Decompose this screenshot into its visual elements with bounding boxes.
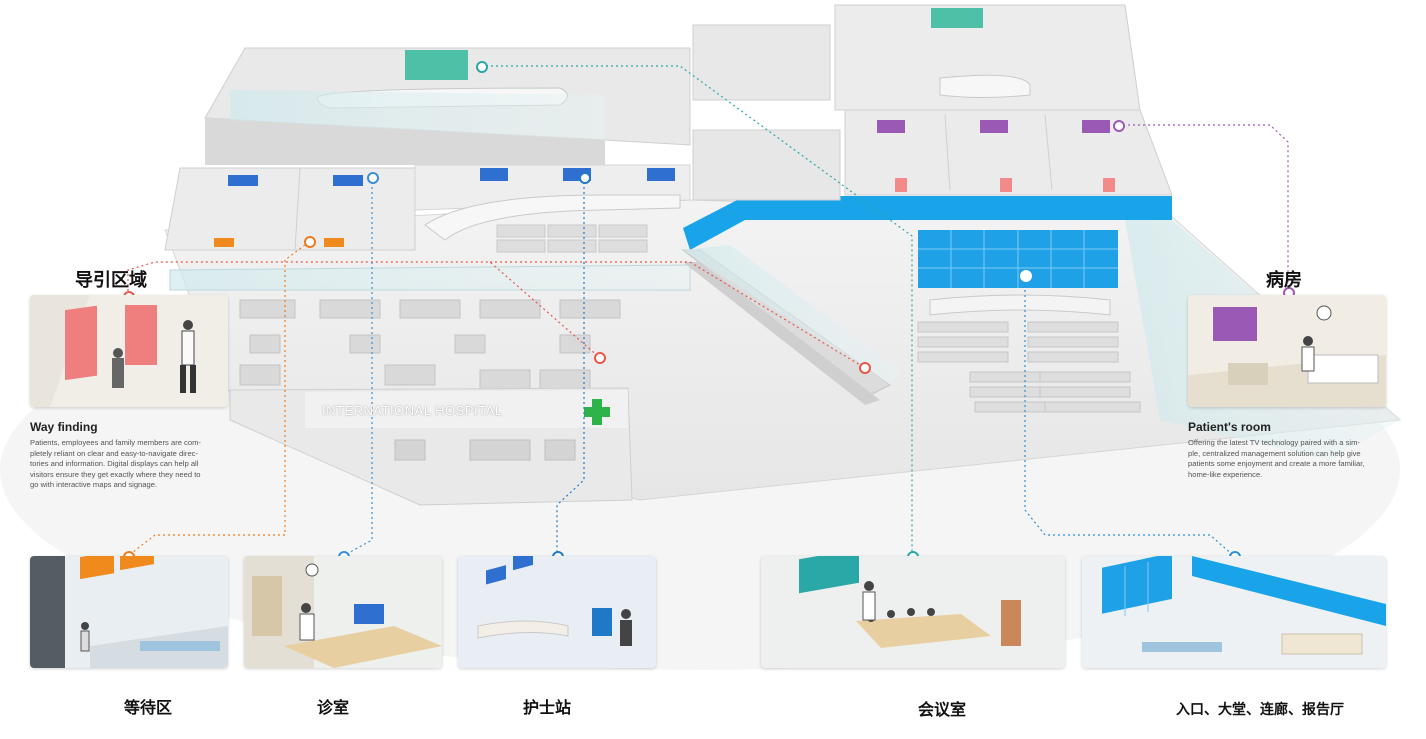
elevator-block — [692, 129, 841, 201]
clinic-room-image — [244, 556, 442, 668]
nurse-station-area — [414, 164, 691, 241]
entrance-lobby-image — [1082, 556, 1386, 668]
reception-front — [229, 387, 633, 506]
wayfinding-escalator-dot — [859, 362, 871, 374]
clinic-dot — [367, 172, 379, 184]
wayfinding-caption-body: Patients, employees and family members a… — [30, 438, 201, 489]
meeting-dot — [476, 61, 488, 73]
upper-conference-hall — [204, 47, 691, 165]
wayfinding-caption-title: Way finding — [30, 420, 98, 434]
auditorium-seats — [917, 321, 1141, 413]
connector-lines — [127, 65, 1289, 557]
escalator — [681, 245, 900, 405]
meeting-room-image — [761, 556, 1065, 668]
hospital-sign: INTERNATIONAL HOSPITAL — [322, 403, 503, 418]
wayfinding-lobby-dot — [594, 352, 606, 364]
nurse-station-image — [458, 556, 656, 668]
patient-room-dot — [1113, 120, 1125, 132]
blue-corridor-band — [683, 196, 1172, 250]
upper-right-block — [692, 4, 1141, 111]
wayfinding-zone-title: 导引区域 — [75, 270, 147, 291]
patient-room-caption-title: Patient's room — [1188, 420, 1271, 434]
wayfinding-image — [30, 295, 228, 407]
waiting-area-label: 等待区 — [123, 698, 172, 717]
video-wall-dot — [1020, 270, 1032, 282]
waiting-area-image — [30, 556, 228, 668]
patient-room-zone-title: 病房 — [1266, 270, 1302, 291]
patient-room-block — [844, 109, 1173, 196]
lobby-glass-rail — [169, 264, 691, 291]
teal-screen-upper — [405, 50, 468, 80]
patient-room-caption-body: Offering the latest TV technology paired… — [1188, 438, 1365, 479]
clinic-room-label: 诊室 — [316, 698, 349, 717]
left-clinic-rooms — [164, 167, 416, 251]
patient-room-image — [1188, 295, 1386, 407]
nurse-dot — [579, 172, 591, 184]
meeting-room-label: 会议室 — [917, 700, 966, 719]
lobby-seating — [239, 299, 621, 391]
entrance-lobby-label: 入口、大堂、连廊、报告厅 — [1176, 702, 1344, 718]
video-wall — [918, 230, 1118, 316]
waiting-area-dot — [304, 236, 316, 248]
nurse-station-label: 护士站 — [522, 698, 571, 717]
